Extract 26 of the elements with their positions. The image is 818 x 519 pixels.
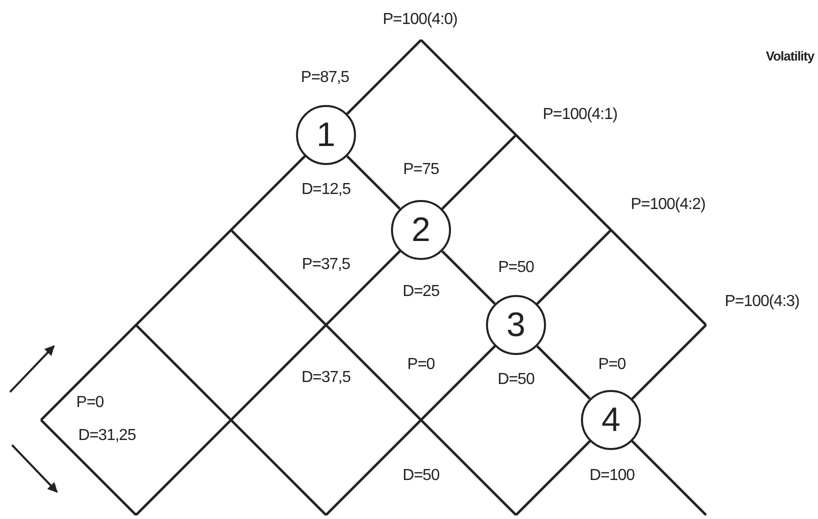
value-label: D=31,25 — [78, 427, 136, 445]
value-label: P=37,5 — [302, 256, 350, 274]
value-label: P=100(4:1) — [542, 106, 618, 124]
value-label: P=0 — [76, 394, 104, 412]
value-label: P=50 — [498, 259, 534, 277]
value-label: D=37,5 — [301, 369, 351, 387]
value-label: P=100(4:0) — [382, 11, 458, 29]
value-label: P=0 — [598, 356, 626, 374]
value-label: P=0 — [407, 356, 435, 374]
step-circle: 3 — [486, 295, 546, 355]
value-label: D=12,5 — [301, 181, 351, 199]
step-circle: 2 — [391, 200, 451, 260]
step-circle: 4 — [581, 390, 641, 450]
value-label: P=100(4:3) — [724, 293, 800, 311]
connector-line — [536, 345, 591, 400]
value-label: D=100 — [589, 467, 635, 485]
connector-line — [441, 250, 496, 305]
value-label: P=87,5 — [300, 69, 350, 87]
value-label: D=50 — [402, 467, 440, 485]
value-label: P=100(4:2) — [630, 196, 706, 214]
value-label: P=75 — [403, 161, 439, 179]
step-circle: 1 — [296, 105, 356, 165]
connector-line — [346, 155, 401, 210]
heading-text: Volatility — [766, 48, 814, 64]
value-label: D=25 — [402, 283, 440, 301]
value-label: D=50 — [498, 371, 534, 389]
